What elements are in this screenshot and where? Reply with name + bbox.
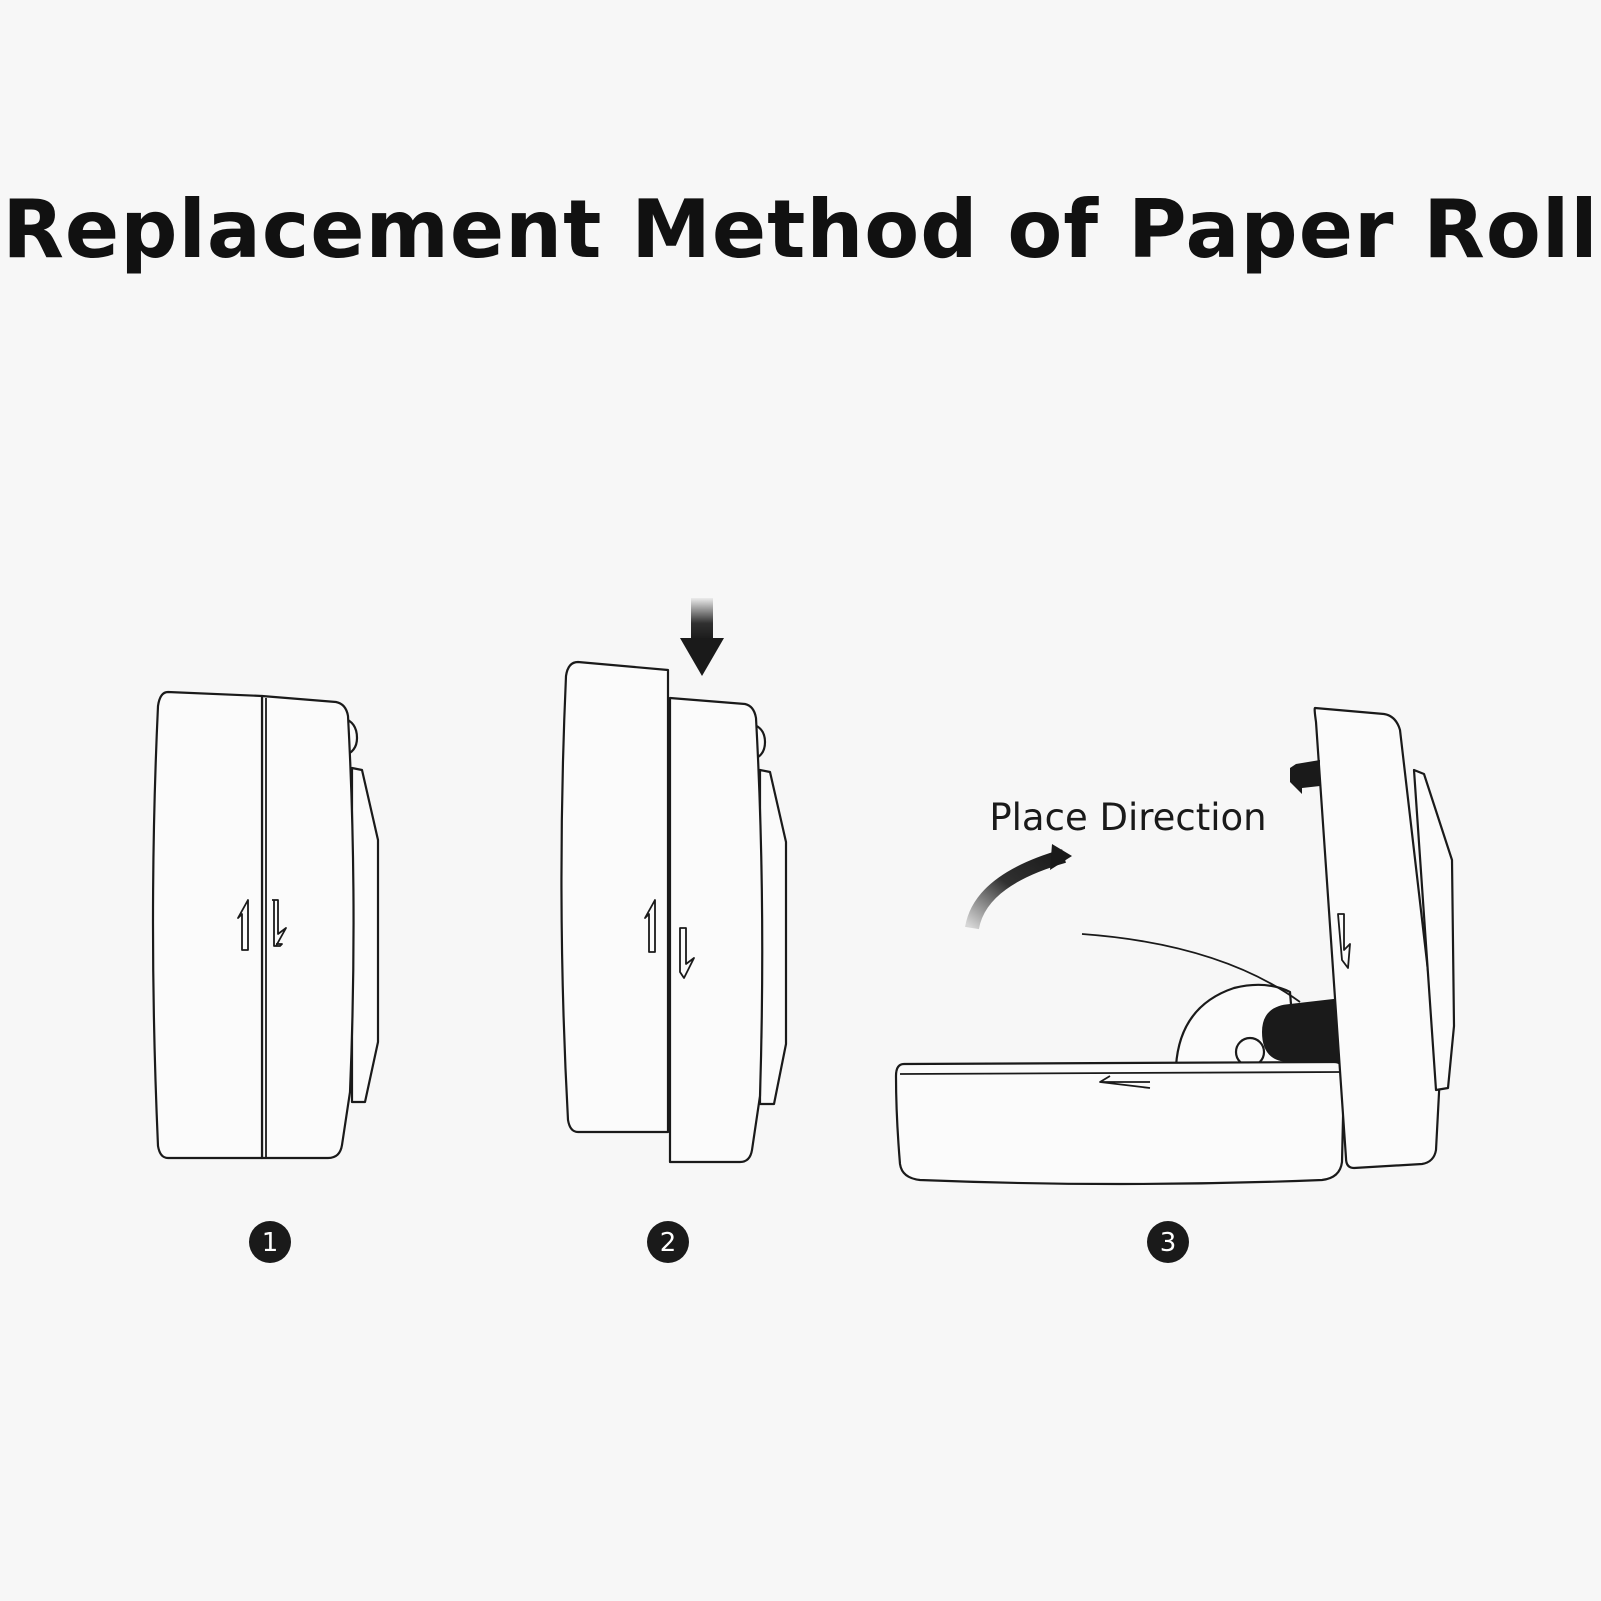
step-badge-circle — [1147, 1221, 1189, 1263]
step-badge-1: 1 — [249, 1221, 291, 1263]
lid-ridge-shape — [1412, 768, 1456, 1092]
step-badge-circle — [647, 1221, 689, 1263]
step-number-label: 3 — [1160, 1228, 1177, 1258]
press-arrow-stem — [691, 598, 713, 640]
step-badge-3: 3 — [1147, 1221, 1189, 1263]
step-2-illustration — [560, 598, 788, 1164]
up-arrow-icon — [237, 899, 249, 951]
left-shell-shape — [560, 660, 670, 1134]
step-number-label: 2 — [660, 1228, 677, 1258]
left-shell-shape — [151, 690, 264, 1160]
tray-arrow-icon — [1099, 1075, 1151, 1089]
right-shell-shape — [668, 696, 764, 1164]
page-title: Replacement Method of Paper Roll — [2, 183, 1599, 276]
press-down-arrow-icon — [680, 638, 724, 676]
paper-feed-line — [1081, 933, 1301, 1003]
open-lid-shape — [1313, 706, 1442, 1170]
step-3-illustration: Place Direction — [894, 706, 1456, 1186]
up-arrow-icon — [644, 899, 656, 953]
right-shell-shape — [260, 694, 355, 1160]
base-tray-shape — [894, 1060, 1346, 1186]
down-arrow-icon — [273, 900, 283, 947]
back-ridge-shape — [758, 768, 788, 1106]
place-direction-label: Place Direction — [989, 796, 1266, 839]
lid-arrow-icon — [1337, 913, 1351, 969]
step-number-label: 1 — [262, 1228, 279, 1258]
step-badge-2: 2 — [647, 1221, 689, 1263]
latch-arrow-icon — [1290, 760, 1320, 794]
roller-shape — [1262, 998, 1342, 1062]
place-direction-arrow-icon — [1050, 844, 1072, 870]
step-badge-circle — [249, 1221, 291, 1263]
tray-rim-line — [899, 1071, 1343, 1075]
down-arrow-icon — [679, 927, 695, 979]
step-1-illustration — [151, 690, 380, 1160]
back-ridge-shape — [350, 766, 380, 1104]
down-arrow-head — [272, 899, 287, 947]
curved-arrow-stem — [965, 849, 1066, 930]
